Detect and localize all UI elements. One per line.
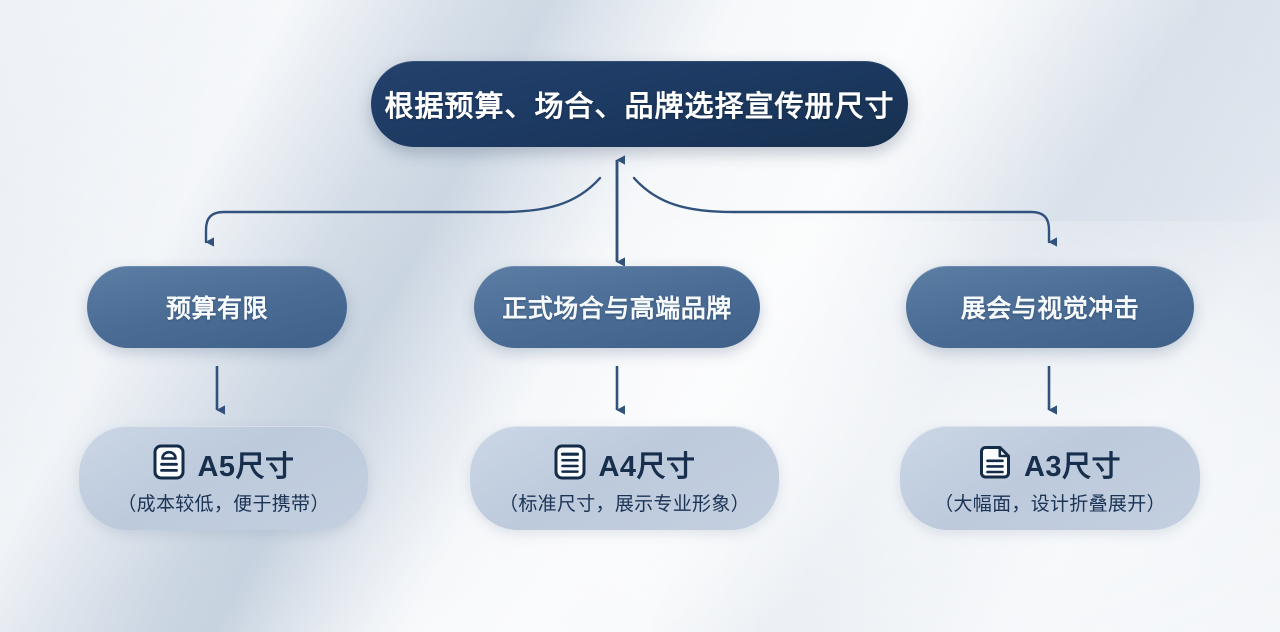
condition-node-formal-label: 正式场合与高端品牌 — [502, 295, 732, 323]
result-node-a3-head: A3尺寸 — [979, 443, 1121, 486]
condition-node-budget-label: 预算有限 — [165, 295, 268, 323]
result-node-a5-title: A5尺寸 — [197, 451, 295, 483]
document-folded-corner-icon — [979, 443, 1013, 486]
document-cloud-icon — [152, 443, 186, 486]
result-node-a4-head: A4尺寸 — [553, 443, 695, 486]
result-node-a4-title: A4尺寸 — [598, 451, 696, 483]
result-node-a3-subtitle: （大幅面，设计折叠展开） — [934, 493, 1166, 515]
root-node-label: 根据预算、场合、品牌选择宣传册尺寸 — [384, 91, 895, 123]
result-node-a4-subtitle: （标准尺寸，展示专业形象） — [499, 493, 750, 515]
condition-node-budget[interactable]: 预算有限 — [87, 266, 347, 348]
result-node-a5-head: A5尺寸 — [152, 443, 294, 486]
result-node-a3[interactable]: A3尺寸 （大幅面，设计折叠展开） — [900, 426, 1200, 530]
condition-node-exhibition[interactable]: 展会与视觉冲击 — [906, 266, 1194, 348]
document-lines-icon — [553, 443, 587, 486]
connector-root-to-right — [632, 176, 1058, 247]
result-node-a5[interactable]: A5尺寸 （成本较低，便于携带） — [79, 426, 368, 530]
result-node-a4[interactable]: A4尺寸 （标准尺寸，展示专业形象） — [470, 426, 779, 530]
result-node-a5-subtitle: （成本较低，便于携带） — [117, 493, 330, 515]
condition-node-exhibition-label: 展会与视觉冲击 — [960, 295, 1140, 323]
connector-root-to-left — [204, 176, 602, 247]
condition-node-formal[interactable]: 正式场合与高端品牌 — [474, 266, 760, 348]
result-node-a3-title: A3尺寸 — [1023, 451, 1122, 483]
root-node[interactable]: 根据预算、场合、品牌选择宣传册尺寸 — [371, 61, 908, 147]
